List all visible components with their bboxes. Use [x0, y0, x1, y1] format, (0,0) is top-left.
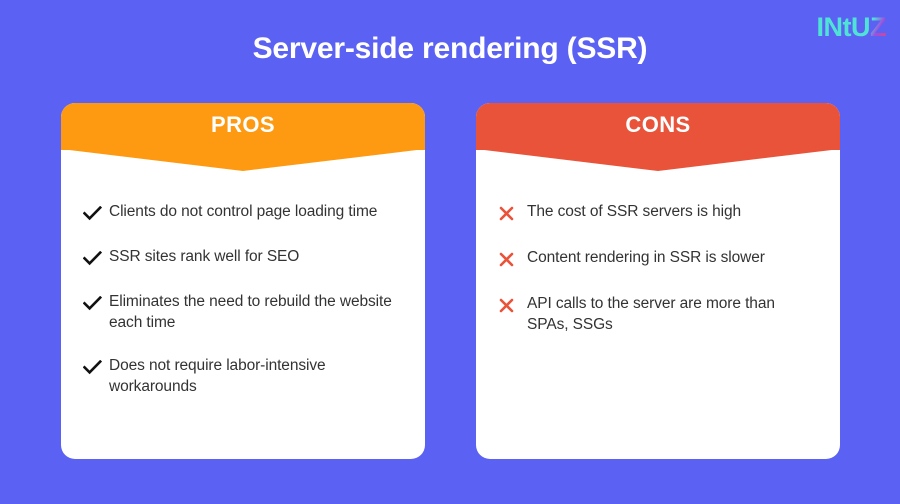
- check-icon: [83, 355, 109, 378]
- cross-icon: [499, 201, 525, 224]
- list-item: Eliminates the need to rebuild the websi…: [83, 291, 403, 333]
- cons-heading: CONS: [625, 112, 691, 137]
- pros-chevron-shape: [61, 149, 425, 171]
- pros-heading: PROS: [211, 112, 275, 137]
- cons-card-header: CONS: [476, 103, 840, 171]
- list-item-text: SSR sites rank well for SEO: [109, 248, 300, 265]
- cross-icon: [499, 247, 525, 270]
- list-item-text: Does not require labor-intensive workaro…: [109, 357, 326, 395]
- pros-list: Clients do not control page loading time…: [61, 170, 425, 459]
- check-icon: [83, 201, 109, 224]
- cross-icon: [499, 293, 525, 316]
- list-item-text: Content rendering in SSR is slower: [527, 249, 765, 266]
- logo-text-accent: Z: [870, 12, 887, 42]
- list-item: The cost of SSR servers is high: [499, 201, 818, 224]
- list-item: Content rendering in SSR is slower: [499, 247, 818, 270]
- intuz-logo: INtUZ: [817, 14, 887, 41]
- list-item: API calls to the server are more than SP…: [499, 293, 818, 335]
- logo-text-main: INtU: [816, 12, 871, 42]
- list-item-text: API calls to the server are more than SP…: [527, 295, 775, 333]
- list-item: Clients do not control page loading time: [83, 201, 403, 224]
- list-item-text: Eliminates the need to rebuild the websi…: [109, 293, 392, 331]
- page-title: Server-side rendering (SSR): [252, 32, 648, 65]
- cons-chevron-shape: [476, 149, 840, 171]
- check-icon: [83, 246, 109, 269]
- list-item: Does not require labor-intensive workaro…: [83, 355, 403, 397]
- check-icon: [83, 291, 109, 314]
- cons-list: The cost of SSR servers is high Content …: [476, 170, 840, 459]
- pros-header-band: [61, 103, 425, 150]
- cons-card: CONS The cost of SSR servers is high Con…: [476, 103, 840, 459]
- list-item: SSR sites rank well for SEO: [83, 246, 403, 269]
- cons-header-band: [476, 103, 840, 150]
- list-item-text: The cost of SSR servers is high: [527, 203, 741, 220]
- pros-card: PROS Clients do not control page loading…: [61, 103, 425, 459]
- list-item-text: Clients do not control page loading time: [109, 203, 378, 220]
- pros-cons-comparison: PROS Clients do not control page loading…: [61, 103, 840, 459]
- pros-card-header: PROS: [61, 103, 425, 171]
